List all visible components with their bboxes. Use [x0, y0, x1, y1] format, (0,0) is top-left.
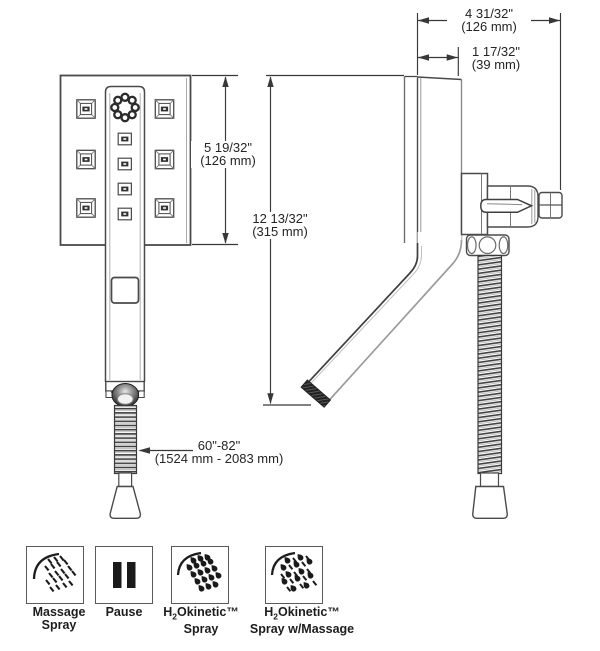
dimension-overall-height: 12 13/32" (315 mm): [240, 212, 320, 239]
mode-label-h2okinetic-spray-w-massage: H2Okinetic™ Spray w/Massage: [249, 605, 355, 636]
body-spray-nozzle: [76, 198, 96, 218]
massage-spray-icon: [32, 552, 77, 593]
mode-label-h2okinetic-spray: H2Okinetic™ Spray: [163, 605, 239, 636]
hose-end-cone-side: [472, 485, 508, 519]
valve-lever: [480, 198, 534, 214]
dimension-hose-length: 60"-82" (1524 mm - 2083 mm): [154, 438, 284, 466]
mode-button: [110, 276, 140, 304]
mode-box-massage-spray: [26, 546, 84, 604]
h2okinetic-spray-w-massage-icon: [270, 551, 318, 593]
head-top-edge: [417, 76, 462, 81]
handle-nozzle: [117, 207, 133, 221]
handle-bar: [104, 85, 146, 382]
dimension-faceplate-height: 5 19/32" (126 mm): [191, 141, 265, 168]
body-spray-nozzle: [154, 99, 175, 119]
dimension-head-depth: 1 17/32" (39 mm): [468, 45, 524, 72]
body-spray-nozzle: [76, 99, 96, 119]
hose-end-cone-front: [109, 485, 142, 519]
mode-box-h2okinetic-spray: [171, 546, 229, 604]
wand-spray-face: [300, 379, 332, 408]
hose-side: [477, 254, 503, 475]
mode-label-pause: Pause: [105, 605, 143, 619]
hose-front: [113, 404, 138, 475]
mode-box-h2okinetic-spray-w-massage: [265, 546, 323, 604]
pause-icon: [113, 562, 136, 588]
body-spray-nozzle: [154, 198, 175, 218]
handle-nozzle: [117, 157, 133, 171]
mode-box-pause: [95, 546, 153, 604]
mode-label-massage-spray: Massage Spray: [32, 605, 86, 632]
dimension-overall-depth: 4 31/32" (126 mm): [447, 7, 531, 34]
handle-nozzle: [117, 182, 133, 196]
h2okinetic-spray-icon: [176, 551, 223, 593]
body-spray-nozzle: [76, 149, 96, 170]
front-view: [59, 74, 192, 519]
wand-body: [302, 232, 462, 407]
body-spray-nozzle: [154, 149, 175, 170]
handle-nozzle: [117, 132, 133, 146]
side-view: [300, 75, 563, 519]
